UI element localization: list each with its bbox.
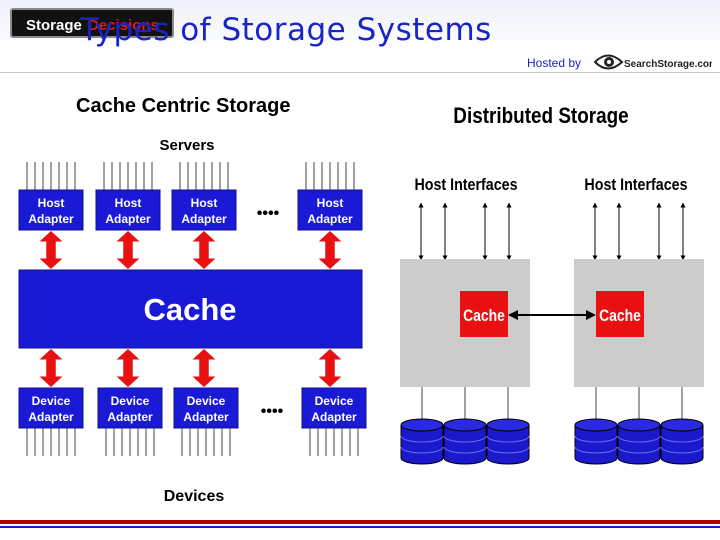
host-interface-arrows	[418, 202, 686, 261]
double-arrow-icon	[39, 231, 63, 269]
logo-word-storage: Storage	[26, 17, 82, 34]
double-arrow-icon	[39, 349, 63, 387]
servers-label: Servers	[159, 137, 214, 154]
host-adapter: Host Adapter	[95, 189, 161, 231]
host-adapter-line1: Host	[115, 196, 142, 210]
device-adapter-line2: Adapter	[183, 410, 229, 424]
double-arrow-icon	[116, 231, 140, 269]
host-adapter-line2: Adapter	[307, 212, 353, 226]
double-arrow-icon	[318, 231, 342, 269]
storage-decisions-logo: Storage Decisions	[10, 8, 174, 38]
central-cache-label: Cache	[143, 292, 236, 327]
sponsor-name: SearchStorage.com	[624, 59, 712, 70]
central-cache-block: Cache	[18, 269, 363, 349]
disk-cylinder-icon	[660, 418, 704, 465]
device-adapter-ellipsis: ••••	[261, 403, 284, 420]
node-cache-left-label: Cache	[463, 307, 505, 326]
sponsor-logo: SearchStorage.com	[594, 54, 712, 70]
double-arrow-icon	[318, 349, 342, 387]
node-cache-right: Cache	[596, 291, 644, 337]
distributed-storage-diagram: Distributed Storage Host Interfaces Host…	[400, 104, 704, 465]
device-adapter: Device Adapter	[97, 387, 163, 429]
disk-cylinder-icon	[400, 418, 444, 465]
host-adapter-ellipsis: ••••	[257, 205, 280, 222]
logo-word-decisions: Decisions	[88, 17, 159, 34]
node-cache-right-label: Cache	[599, 307, 641, 326]
devices-label: Devices	[164, 488, 225, 505]
distributed-storage-title: Distributed Storage	[453, 104, 628, 129]
host-adapter-line1: Host	[317, 196, 344, 210]
footer-red-bar	[0, 520, 720, 524]
device-adapter: Device Adapter	[173, 387, 239, 429]
host-adapter-line2: Adapter	[105, 212, 151, 226]
eye-logo-icon	[594, 54, 624, 70]
drive-lines	[421, 387, 683, 419]
device-adapter: Device Adapter	[18, 387, 84, 429]
device-adapter-line2: Adapter	[311, 410, 357, 424]
device-adapter-line1: Device	[111, 394, 150, 408]
host-adapter-line1: Host	[38, 196, 65, 210]
host-adapter: Host Adapter	[297, 189, 363, 231]
disk-cylinder-icon	[486, 418, 530, 465]
disk-cylinder-icon	[443, 418, 487, 465]
host-adapter-line2: Adapter	[28, 212, 74, 226]
device-adapter-line1: Device	[32, 394, 71, 408]
device-lines	[26, 428, 359, 456]
host-adapter-line2: Adapter	[181, 212, 227, 226]
header-divider	[0, 72, 720, 73]
host-interfaces-label-right: Host Interfaces	[584, 176, 687, 194]
host-adapter: Host Adapter	[18, 189, 84, 231]
device-adapter-line2: Adapter	[107, 410, 153, 424]
node-cache-left: Cache	[460, 291, 508, 337]
slide-title: Types of Storage Systems	[80, 12, 492, 48]
disk-cylinder-icon	[617, 418, 661, 465]
double-arrow-icon	[192, 231, 216, 269]
device-adapter-line1: Device	[187, 394, 226, 408]
disk-cylinder-icon	[574, 418, 618, 465]
device-adapter-line2: Adapter	[28, 410, 74, 424]
device-adapter: Device Adapter	[301, 387, 367, 429]
double-arrow-icon	[116, 349, 140, 387]
device-adapter-line1: Device	[315, 394, 354, 408]
host-adapter-line1: Host	[191, 196, 218, 210]
host-adapter: Host Adapter	[171, 189, 237, 231]
cache-centric-diagram: Cache Centric Storage Servers Host Adapt…	[18, 95, 367, 505]
hosted-by-label: Hosted by	[527, 56, 582, 70]
cache-centric-title: Cache Centric Storage	[76, 95, 291, 117]
double-arrow-icon	[192, 349, 216, 387]
host-interfaces-label-left: Host Interfaces	[414, 176, 517, 194]
footer-blue-line	[0, 526, 720, 528]
server-lines	[26, 162, 355, 190]
